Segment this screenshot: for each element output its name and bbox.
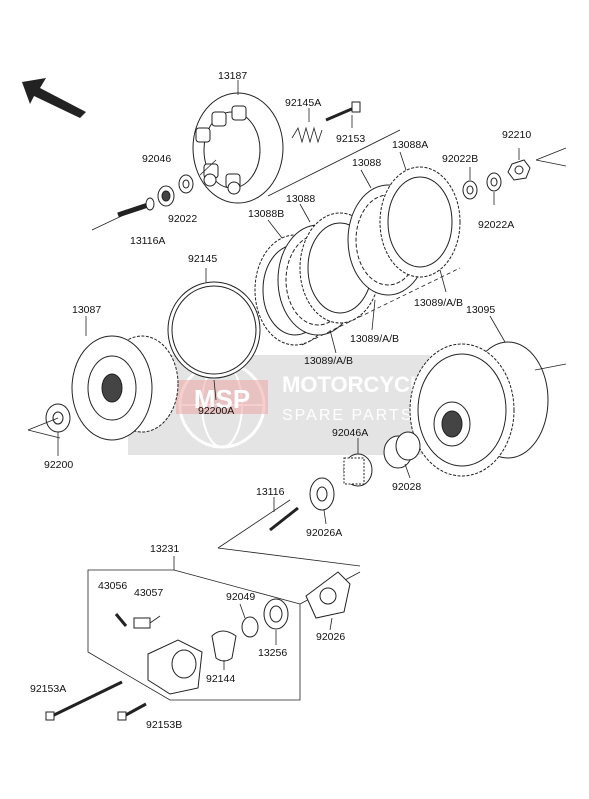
label-13231: 13231 <box>150 543 179 555</box>
bearing-92046 <box>157 185 175 207</box>
label-92153: 92153 <box>336 133 365 145</box>
label-43056: 43056 <box>98 580 127 592</box>
label-92046: 92046 <box>142 153 171 165</box>
direction-arrow-icon <box>22 78 86 118</box>
bolt-92153 <box>325 101 361 122</box>
spring-ring-92145 <box>167 281 261 379</box>
label-92022B: 92022B <box>442 153 478 165</box>
collar-92028 <box>383 431 421 469</box>
label-43057: 43057 <box>134 587 163 599</box>
label-92153A: 92153A <box>30 683 66 695</box>
washer-92022B <box>462 180 478 200</box>
label-92046A: 92046A <box>332 427 368 439</box>
label-13256: 13256 <box>258 647 287 659</box>
label-92028: 92028 <box>392 481 421 493</box>
label-92022: 92022 <box>168 213 197 225</box>
label-92210: 92210 <box>502 129 531 141</box>
label-13089-a: 13089/A/B <box>414 297 463 309</box>
label-92022A: 92022A <box>478 219 514 231</box>
label-92145A: 92145A <box>285 97 321 109</box>
label-13088A: 13088A <box>392 139 428 151</box>
clutch-housing-13095 <box>409 341 549 477</box>
label-92144: 92144 <box>206 673 235 685</box>
cap-43057 <box>133 615 161 629</box>
label-92200: 92200 <box>44 459 73 471</box>
rod-13116 <box>269 506 299 532</box>
pusher-13116A <box>117 197 155 218</box>
watermark-logo: MSP <box>194 384 250 414</box>
piston-92144 <box>211 630 237 662</box>
label-13088: 13088 <box>352 157 381 169</box>
oring-92049 <box>241 616 259 638</box>
pressure-plate-13187 <box>192 92 284 204</box>
label-13088-b: 13088 <box>286 193 315 205</box>
bolt-92153B <box>117 702 147 721</box>
washer-92022A <box>486 172 502 192</box>
label-13095: 13095 <box>466 304 495 316</box>
spring-92145A <box>291 126 323 144</box>
bleeder-43056 <box>114 613 128 627</box>
label-92026A: 92026A <box>306 527 342 539</box>
label-92026: 92026 <box>316 631 345 643</box>
washer-92022 <box>178 174 194 194</box>
label-92145: 92145 <box>188 253 217 265</box>
label-92200A: 92200A <box>198 405 234 417</box>
watermark: MSP MOTORCYCLE SPARE PARTS <box>128 355 438 455</box>
slave-cylinder-body <box>147 639 203 695</box>
watermark-line2: SPARE PARTS <box>282 407 413 424</box>
label-13089-b: 13089/A/B <box>350 333 399 345</box>
label-13187: 13187 <box>218 70 247 82</box>
needle-bearing-92046A <box>343 453 373 487</box>
label-92153B: 92153B <box>146 719 182 731</box>
label-13087: 13087 <box>72 304 101 316</box>
label-13089-c: 13089/A/B <box>304 355 353 367</box>
part-labels: 13187 92145A 92153 92046 92022 13116A 13… <box>30 70 531 731</box>
label-13116A: 13116A <box>130 235 165 247</box>
friction-plate-13088A <box>379 166 461 278</box>
seal-13256 <box>263 598 289 630</box>
washer-92026A <box>309 477 335 511</box>
clutch-hub-13087 <box>71 335 179 441</box>
nut-92210 <box>507 159 531 181</box>
label-13116: 13116 <box>256 486 285 498</box>
bolt-92153A <box>45 680 123 721</box>
label-13088B: 13088B <box>248 208 284 220</box>
cover-92026 <box>305 571 351 619</box>
label-92049: 92049 <box>226 591 255 603</box>
